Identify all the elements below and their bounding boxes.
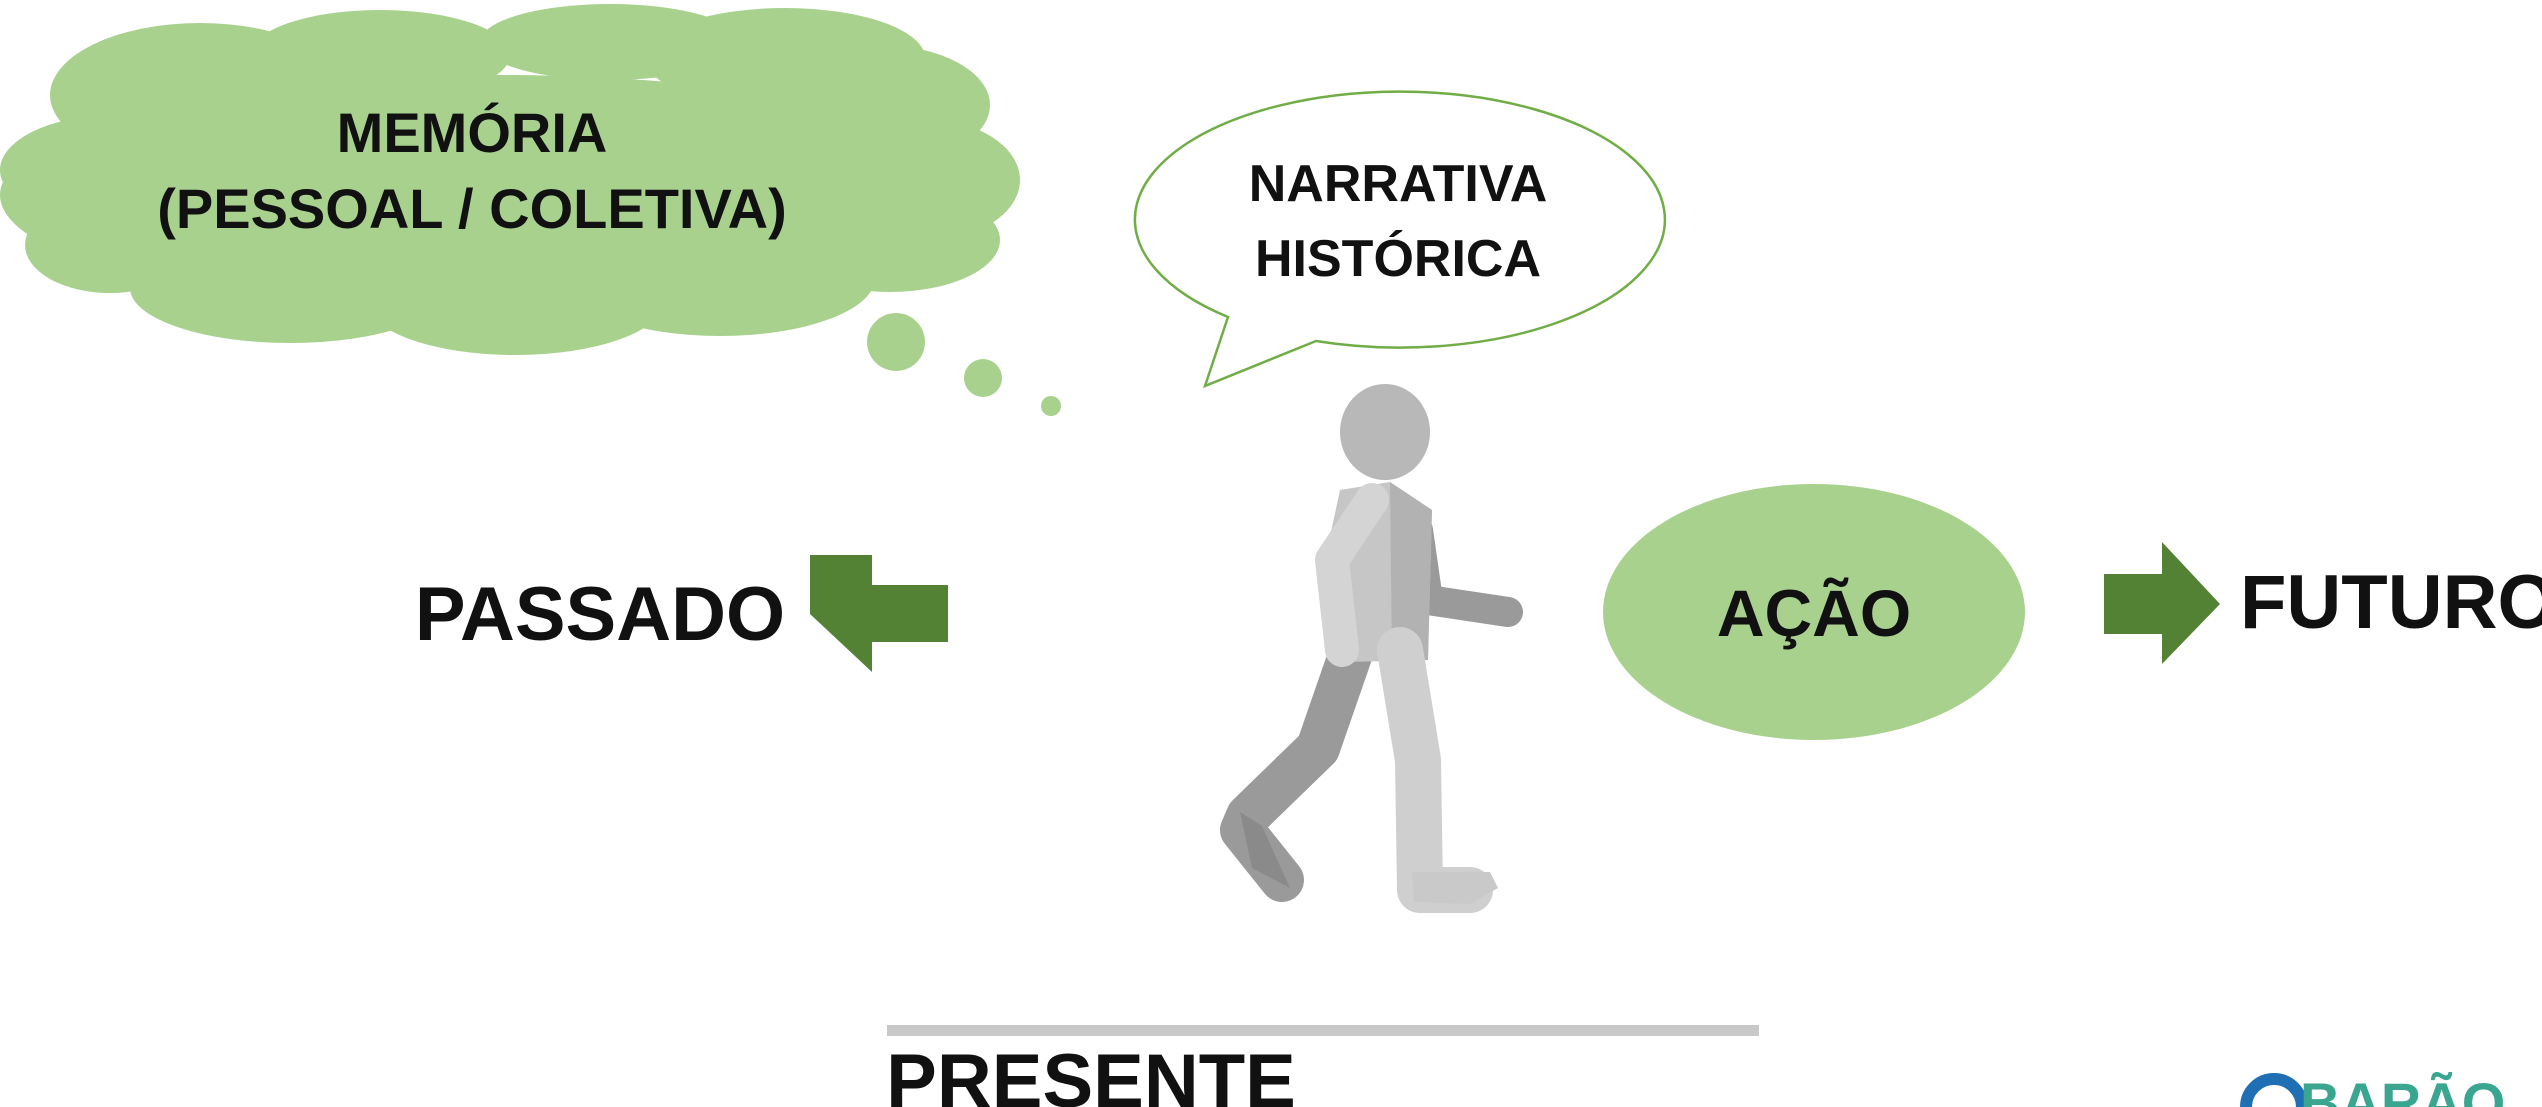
present-label: PRESENTE xyxy=(886,1039,1296,1107)
arrow-right-icon xyxy=(2104,542,2220,664)
logo-mark-icon xyxy=(2240,1073,2308,1107)
memory-thought-cloud: MEMÓRIA (PESSOAL / COLETIVA) xyxy=(0,4,1061,416)
barao-logo: BARÃO xyxy=(2240,1071,2505,1107)
narrative-title: NARRATIVA xyxy=(1249,155,1548,213)
thought-bubble-large xyxy=(867,313,925,371)
narrative-speech-bubble: NARRATIVA HISTÓRICA xyxy=(1133,90,1667,389)
torso-shade xyxy=(1390,482,1432,662)
front-foot xyxy=(1412,872,1498,904)
speech-bubble-shape xyxy=(1133,90,1667,389)
action-label: AÇÃO xyxy=(1717,576,1911,650)
memory-subtitle: (PESSOAL / COLETIVA) xyxy=(157,177,787,240)
present-timeline xyxy=(887,1025,1759,1036)
memory-title: MEMÓRIA xyxy=(337,101,608,164)
future-label: FUTURO xyxy=(2240,560,2542,645)
cloud-shape xyxy=(0,4,1020,355)
front-arm xyxy=(1315,483,1389,667)
thought-bubble-small xyxy=(1041,396,1061,416)
back-foot xyxy=(1240,812,1290,888)
back-arm xyxy=(1403,515,1523,627)
action-ellipse xyxy=(1603,484,2025,740)
narrative-subtitle: HISTÓRICA xyxy=(1255,230,1541,288)
head xyxy=(1340,384,1430,480)
thought-bubble-medium xyxy=(964,359,1002,397)
walking-person-icon xyxy=(1220,384,1523,913)
arrow-left-icon xyxy=(810,555,948,672)
logo-text: BARÃO xyxy=(2300,1071,2505,1107)
front-leg xyxy=(1377,627,1493,913)
past-label: PASSADO xyxy=(415,572,785,657)
